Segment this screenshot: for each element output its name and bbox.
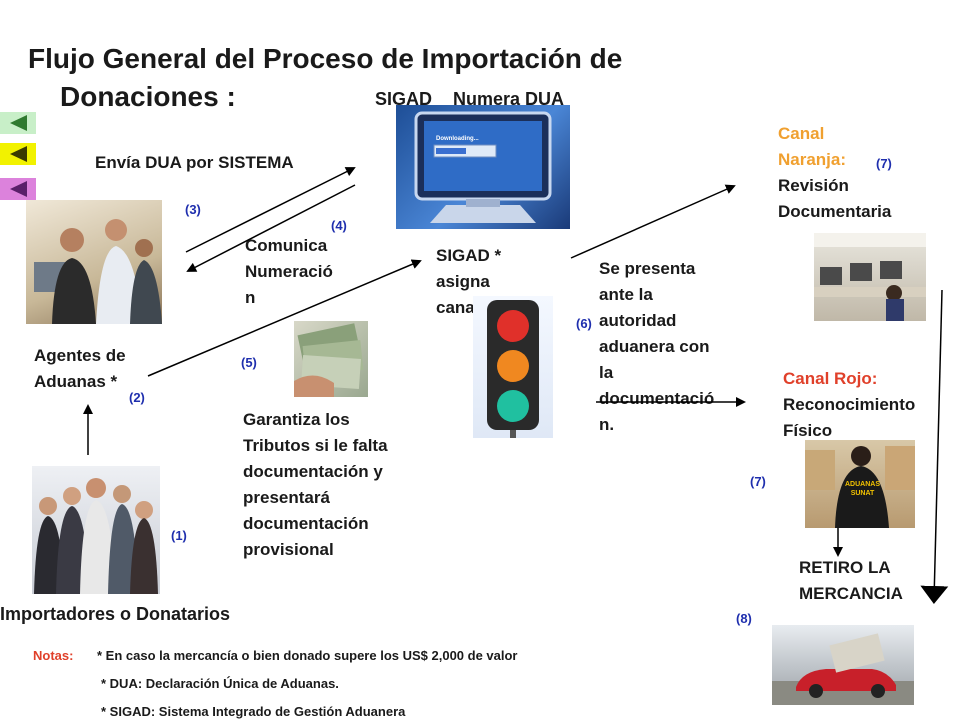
step-number-2: (2) <box>129 390 145 405</box>
canal-naranja-desc: Revisión <box>778 176 849 195</box>
monitor-text: Downloading... <box>436 136 479 142</box>
envia-dua-label: Envía DUA por SISTEMA <box>95 153 294 172</box>
canal-naranja-block: Canal Naranja: Revisión Documentaria <box>778 121 891 225</box>
car-cargo-photo <box>772 625 914 705</box>
importadores-label: Importadores o Donatarios <box>0 604 231 624</box>
numera-dua-label: Numera DUA <box>453 89 565 109</box>
step-number-7-rojo: (7) <box>750 474 766 489</box>
nav-back-button-green[interactable] <box>0 112 36 134</box>
office-icon <box>814 233 926 321</box>
arrow-to-canal-naranja <box>570 184 736 259</box>
importers-group-photo <box>32 466 160 594</box>
notes-label: Notas: <box>33 648 74 663</box>
customs-badge: ADUANAS SUNAT <box>845 481 880 497</box>
arrow-agents-to-sigad-canal <box>147 259 422 377</box>
step-number-4: (4) <box>331 218 347 233</box>
agentes-aduanas-label: Agentes de Aduanas * <box>34 346 126 391</box>
car-icon <box>772 633 914 705</box>
arrow-comunica-numeracion <box>186 184 356 272</box>
money-photo <box>294 321 368 397</box>
title-line-2: Donaciones : <box>60 81 236 112</box>
step-number-7-naranja: (7) <box>876 156 892 171</box>
step-number-3: (3) <box>185 202 201 217</box>
step-number-6: (6) <box>576 316 592 331</box>
title-line-1: Flujo General del Proceso de Importación… <box>28 43 623 74</box>
canal-naranja-title: Canal <box>778 124 825 143</box>
traffic-light-icon <box>487 300 539 438</box>
group-people-icon <box>34 478 158 594</box>
triangle-left-icon <box>10 146 27 162</box>
triangle-left-icon <box>10 115 27 131</box>
se-presenta-label: Se presenta ante la autoridad aduanera c… <box>599 259 715 434</box>
canal-rojo-title: Canal Rojo: <box>783 369 878 388</box>
nav-back-button-magenta[interactable] <box>0 178 36 200</box>
triangle-left-icon <box>10 181 27 197</box>
note-line-2: * DUA: Declaración Única de Aduanas. <box>101 676 339 691</box>
money-icon <box>294 323 364 397</box>
step-number-5: (5) <box>241 355 257 370</box>
sigad-asigna-canal-label: SIGAD * asigna canal <box>436 246 502 317</box>
people-icon <box>34 219 162 324</box>
comunica-numeracion-label: Comunica Numeració n <box>245 236 333 307</box>
arrow-envia-dua <box>185 167 356 253</box>
computer-monitor-image: Downloading... <box>396 105 570 229</box>
monitor-icon <box>414 111 552 223</box>
agents-photo <box>26 200 162 324</box>
page-title: Flujo General del Proceso de Importación… <box>28 40 622 116</box>
canal-rojo-desc: Reconocimiento <box>783 395 916 414</box>
sigad-label: SIGAD <box>375 89 433 109</box>
step-number-1: (1) <box>171 528 187 543</box>
nav-back-button-yellow[interactable] <box>0 143 36 165</box>
inspector-icon <box>805 446 915 528</box>
garantiza-tributos-label: Garantiza los Tributos si le falta docum… <box>243 410 388 559</box>
customs-inspection-photo: ADUANAS SUNAT <box>805 440 915 528</box>
note-line-1: * En caso la mercancía o bien donado sup… <box>97 648 518 663</box>
office-photo <box>814 233 926 321</box>
arrow-naranja-to-retiro <box>920 289 949 604</box>
step-number-8: (8) <box>736 611 752 626</box>
canal-rojo-block: Canal Rojo: Reconocimiento Físico <box>783 366 915 444</box>
traffic-light-image <box>473 296 553 438</box>
note-line-3: * SIGAD: Sistema Integrado de Gestión Ad… <box>101 704 406 719</box>
retiro-mercancia-label: RETIRO LA MERCANCIA <box>799 558 903 603</box>
